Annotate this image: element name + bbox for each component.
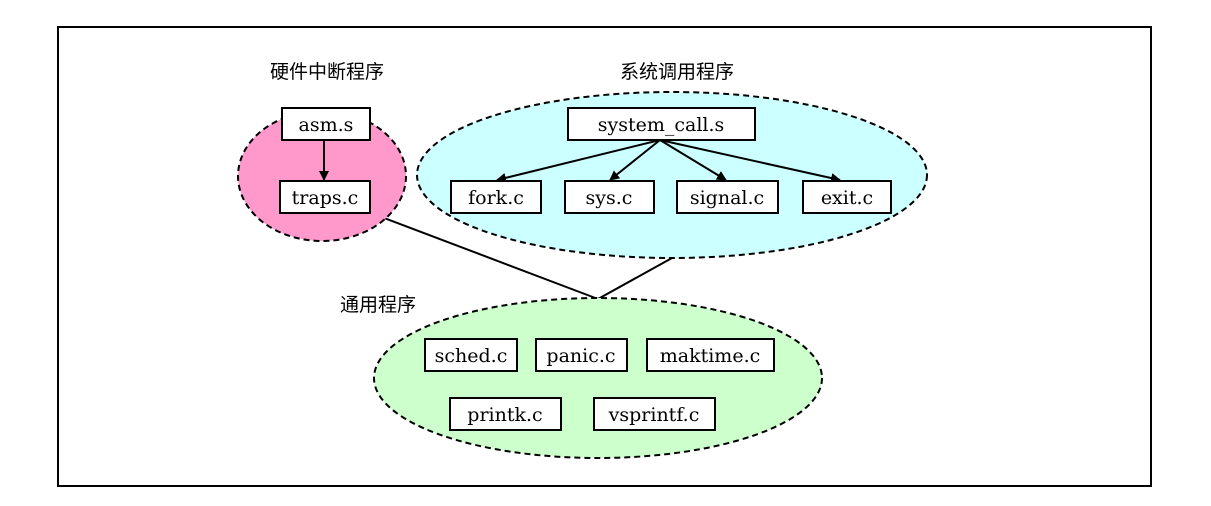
file-box-panic: panic.c [535, 338, 628, 372]
link-hardware-to-common [378, 215, 599, 300]
file-box-signal: signal.c [676, 180, 779, 214]
arrow-system-call-to-sys [609, 139, 661, 181]
file-label-vsprintf: vsprintf.c [608, 404, 700, 426]
file-label-printk: printk.c [467, 404, 542, 426]
file-box-sys: sys.c [564, 180, 655, 214]
arrow-system-call-to-fork [496, 139, 661, 183]
system-call-group [416, 91, 928, 259]
file-box-asm: asm.s [281, 107, 371, 141]
link-syscall-to-common [597, 257, 673, 300]
file-label-panic: panic.c [546, 345, 615, 367]
file-box-traps: traps.c [279, 180, 371, 214]
arrow-system-call-to-signal [659, 139, 727, 181]
syscall-group-label: 系统调用程序 [620, 61, 734, 83]
file-label-maktime: maktime.c [660, 345, 761, 367]
file-box-fork: fork.c [450, 180, 542, 214]
file-box-sched: sched.c [424, 338, 518, 372]
file-label-exit: exit.c [821, 187, 873, 209]
file-box-printk: printk.c [449, 397, 562, 431]
file-label-asm: asm.s [299, 114, 354, 136]
file-label-sys: sys.c [586, 187, 633, 209]
file-box-system-call: system_call.s [567, 107, 756, 141]
file-label-signal: signal.c [690, 187, 764, 209]
file-label-traps: traps.c [292, 187, 359, 209]
file-label-system-call: system_call.s [598, 114, 725, 136]
file-label-sched: sched.c [435, 345, 508, 367]
file-label-fork: fork.c [468, 187, 524, 209]
hardware-group-label: 硬件中断程序 [270, 61, 384, 83]
common-program-group [373, 297, 823, 459]
file-box-exit: exit.c [802, 180, 892, 214]
file-box-maktime: maktime.c [646, 338, 775, 372]
common-group-label: 通用程序 [340, 294, 416, 316]
file-box-vsprintf: vsprintf.c [593, 397, 716, 431]
arrow-system-call-to-exit [659, 139, 841, 183]
